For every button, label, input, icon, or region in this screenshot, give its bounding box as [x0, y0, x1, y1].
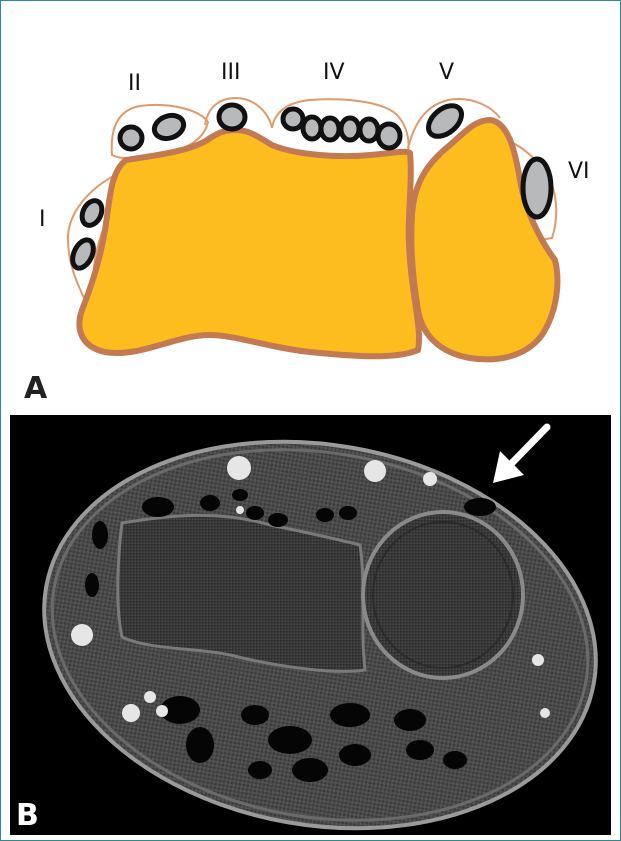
- void: [443, 751, 467, 769]
- bright-spot: [156, 705, 168, 717]
- compartment-label-1: I: [39, 209, 46, 231]
- bright-spot: [227, 456, 251, 480]
- bright-spot: [540, 708, 550, 718]
- bright-spot: [236, 506, 244, 514]
- void: [246, 506, 264, 520]
- void: [394, 709, 426, 731]
- tendon-compartment-2b: [151, 112, 187, 143]
- compartment-label-5: V: [439, 62, 454, 84]
- tendon-compartment-4b: [303, 117, 321, 139]
- arrow-icon: [493, 427, 547, 483]
- compartment-label-6: VI: [568, 161, 590, 183]
- bright-spot: [144, 691, 156, 703]
- tendon-compartment-6: [523, 159, 551, 217]
- void: [268, 726, 312, 754]
- void: [292, 758, 328, 782]
- void: [92, 521, 108, 549]
- void: [464, 498, 496, 516]
- bright-spot: [71, 624, 93, 646]
- bright-spot: [122, 704, 140, 722]
- tendon-compartment-3: [219, 105, 245, 129]
- mri-axial-image: [10, 415, 611, 835]
- ulna-bone: [411, 120, 557, 359]
- void: [339, 506, 357, 520]
- mri-ulna: [363, 512, 523, 678]
- bright-spot: [423, 472, 437, 486]
- compartment-label-2: II: [128, 73, 141, 95]
- wrist-compartment-diagram: [10, 10, 611, 415]
- bright-spot: [364, 460, 386, 482]
- void: [339, 744, 371, 766]
- void: [316, 508, 334, 522]
- void: [85, 573, 99, 597]
- void: [241, 705, 269, 725]
- tendon-compartment-4a: [283, 109, 303, 129]
- void: [186, 727, 214, 763]
- tendon-compartment-4e: [360, 119, 378, 141]
- tendon-compartment-4c: [321, 118, 339, 140]
- tendon-compartment-2a: [120, 127, 142, 149]
- panel-b-label: B: [16, 801, 39, 831]
- panel-a-label: A: [24, 374, 47, 404]
- void: [142, 497, 174, 517]
- void: [330, 703, 370, 727]
- void: [248, 761, 272, 779]
- void: [406, 740, 434, 760]
- panel-b-mri-image: B: [10, 415, 611, 835]
- tendon-compartment-4f: [378, 124, 400, 148]
- bright-spot: [532, 654, 544, 666]
- radius-bone: [79, 130, 419, 356]
- compartment-label-4: IV: [323, 62, 345, 84]
- tendon-compartment-4d: [341, 118, 359, 140]
- void: [200, 495, 220, 511]
- panel-a-diagram: I II III IV V VI A: [10, 10, 611, 415]
- void: [232, 489, 248, 501]
- void: [268, 513, 288, 527]
- compartment-label-3: III: [221, 62, 240, 84]
